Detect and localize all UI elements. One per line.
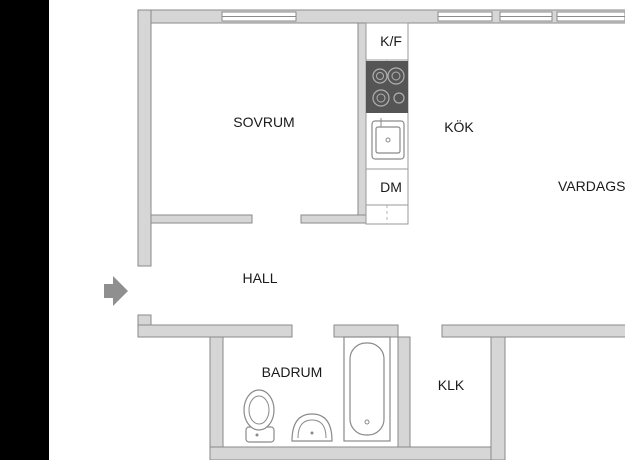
room-label-kok: KÖK	[444, 118, 474, 135]
sovrum-right-wall	[357, 22, 367, 224]
room-label-vardagsrum: VARDAGS	[558, 178, 625, 194]
badrum-left-wall	[209, 336, 224, 461]
hall-bottom-wall-right	[441, 324, 625, 338]
hall-bottom-wall-left	[137, 324, 293, 338]
appliance-label-kf: K/F	[380, 33, 402, 49]
toilet-icon	[243, 389, 275, 443]
washbasin-icon	[291, 413, 333, 442]
hall-bottom-wall-mid	[333, 324, 399, 338]
klk-right-wall	[490, 336, 506, 461]
appliance-label-dm: DM	[380, 179, 402, 195]
fridge-freezer-box	[365, 22, 409, 61]
bathroom-bottom-wall	[209, 446, 506, 461]
sovrum-bottom-wall-right	[300, 214, 367, 224]
badrum-klk-divider-wall	[397, 336, 411, 448]
left-black-strip	[0, 0, 49, 460]
room-label-klk: KLK	[438, 377, 465, 393]
stove-icon	[366, 61, 408, 113]
room-label-hall: HALL	[242, 270, 277, 286]
room-label-sovrum: SOVRUM	[233, 114, 294, 130]
sink-icon	[371, 118, 405, 160]
entrance-arrow-icon	[104, 276, 128, 306]
bathtub-icon	[343, 336, 391, 442]
left-wall-upper	[137, 9, 152, 267]
sovrum-bottom-wall-left	[150, 214, 253, 224]
room-label-badrum: BADRUM	[262, 364, 323, 380]
